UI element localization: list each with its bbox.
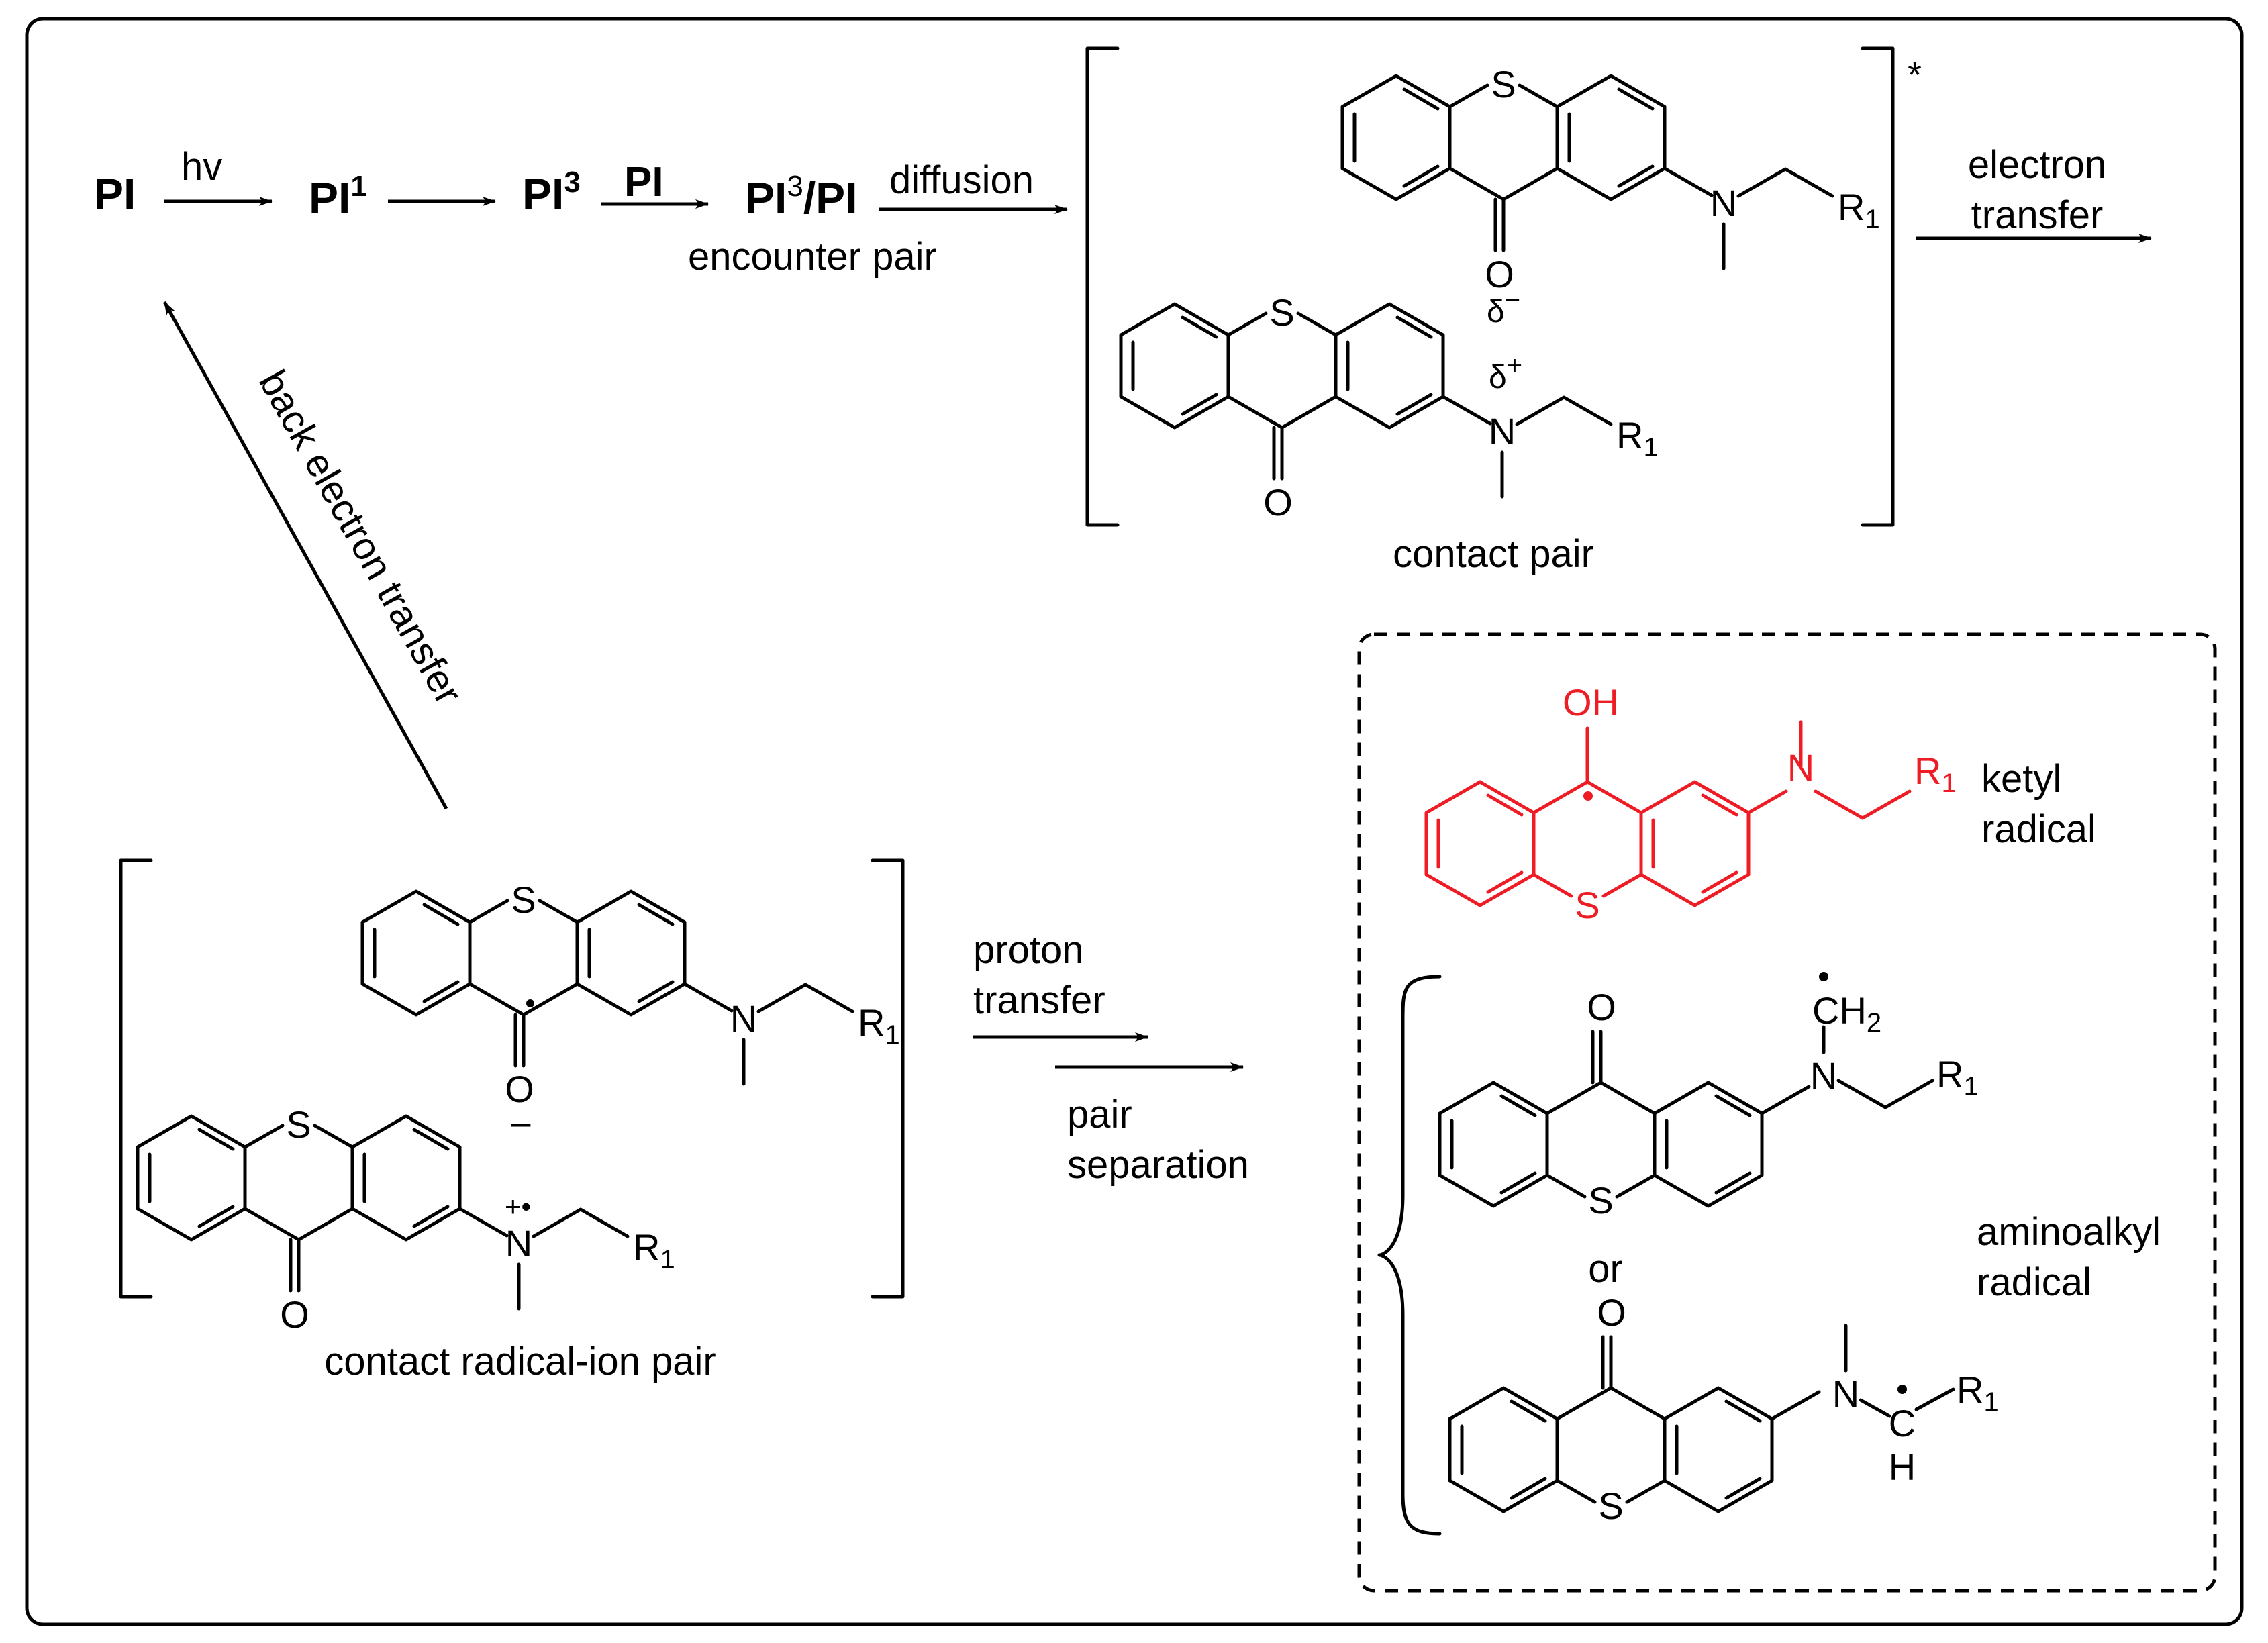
upper-ion-s-atom: S [511, 879, 536, 921]
lower-r1-group: R1 [1616, 414, 1659, 462]
upper-ion-n-atom: N [730, 997, 757, 1040]
electron-transfer-line2: transfer [1971, 193, 2104, 237]
lower-s-atom: S [1269, 291, 1294, 334]
ketyl-radical-molecule: OH S N R1 [1424, 681, 1957, 926]
or-label: or [1588, 1247, 1623, 1291]
lower-ion-o-atom: O [280, 1293, 309, 1336]
lower-delta-plus: δ+ [1489, 351, 1522, 395]
contact-pair-lower-molecule: S O δ+ N R1 [1121, 291, 1659, 524]
radical-products-box: OH S N R1 ketyl radical O S N CH2 R1 or … [1357, 632, 2217, 1593]
amino1-radical-dot [1819, 972, 1828, 981]
ketyl-carbon-radical-dot [1583, 791, 1593, 801]
amino2-radical-dot [1897, 1385, 1907, 1394]
pi3pi-label: PI3/PI [745, 170, 858, 223]
aminoalkyl-radical-label-line1: aminoalkyl [1977, 1210, 2161, 1254]
amino1-n-atom: N [1810, 1054, 1837, 1097]
proton-transfer-line2: transfer [973, 979, 1105, 1022]
hv-label: hv [181, 145, 222, 189]
amino1-s-atom: S [1588, 1179, 1613, 1222]
contact-pair-upper-molecule: S O δ− N R1 [1342, 63, 1880, 330]
upper-ion-o-atom: O [505, 1068, 534, 1110]
aminoalkyl-curly-brace [1377, 975, 1442, 1536]
amino2-n-atom: N [1832, 1373, 1859, 1415]
amino2-s-atom: S [1598, 1485, 1623, 1527]
pair-separation-line1: pair [1067, 1093, 1132, 1136]
ketyl-radical-label-line2: radical [1981, 807, 2096, 851]
electron-transfer-step: electron transfer [1916, 143, 2152, 243]
contact-radical-ion-pair-label: contact radical-ion pair [324, 1340, 716, 1383]
amino1-ch2-group: CH2 [1812, 989, 1881, 1038]
back-electron-transfer-arrow [162, 301, 448, 810]
ketyl-radical-label-line1: ketyl [1981, 757, 2061, 801]
ketyl-n-atom: N [1787, 746, 1814, 789]
contact-pair-right-bracket [1861, 46, 1895, 527]
proton-transfer-step: proton transfer pair separation [973, 928, 1249, 1187]
upper-ion-r1-group: R1 [858, 1001, 900, 1050]
amino2-r1-group: R1 [1957, 1368, 1999, 1417]
pi3-label: PI3 [522, 166, 581, 219]
upper-delta-minus: δ− [1487, 285, 1520, 330]
amino2-c-atom: C [1889, 1402, 1916, 1444]
amino2-o-atom: O [1597, 1291, 1626, 1334]
lower-o-atom: O [1263, 481, 1293, 524]
amino1-o-atom: O [1587, 986, 1616, 1028]
proton-transfer-line1: proton [973, 928, 1083, 972]
aminoalkyl-radical-label-line2: radical [1977, 1260, 2091, 1304]
contact-radical-ion-pair-complex: S O – N R1 S O +• N R1 contact radical-i… [119, 858, 905, 1383]
lower-ion-s-atom: S [286, 1103, 311, 1146]
top-reaction-sequence: PI hv PI1 PI3 PI PI3/PI diffusion encoun… [94, 145, 1068, 279]
amino2-h-atom: H [1889, 1446, 1916, 1488]
outer-frame [25, 17, 2244, 1626]
lower-ion-r1-group: R1 [633, 1226, 675, 1275]
lower-ion-radical-cation: +• [505, 1191, 531, 1222]
upper-n-atom: N [1710, 182, 1737, 224]
pair-separation-line2: separation [1067, 1143, 1249, 1187]
ketyl-s-atom: S [1575, 884, 1599, 926]
contact-pair-left-bracket [1085, 46, 1120, 527]
pi1-label: PI1 [309, 170, 367, 223]
electron-transfer-line1: electron [1968, 143, 2106, 187]
radical-ion-right-bracket [871, 858, 905, 1299]
pi-over-arrow-label: PI [624, 159, 664, 205]
ketyl-oh-group: OH [1563, 681, 1619, 724]
lower-n-atom: N [1489, 410, 1516, 452]
ketyl-radical-dot [526, 999, 534, 1007]
back-electron-transfer-label: back electron transfer [250, 363, 471, 711]
upper-s-atom: S [1491, 63, 1516, 105]
lower-ion-n-atom: N [505, 1222, 532, 1264]
radical-ion-upper-molecule: S O – N R1 [362, 879, 900, 1142]
radical-ion-lower-molecule: S O +• N R1 [138, 1103, 675, 1336]
products-dashed-border [1357, 632, 2217, 1593]
excited-state-star: * [1908, 55, 1922, 95]
ketyl-r1-group: R1 [1914, 750, 1957, 798]
encounter-pair-label: encounter pair [688, 235, 937, 279]
contact-pair-complex: * S O δ− N R1 S O δ+ N R1 contact pair [1085, 46, 1922, 576]
contact-pair-label: contact pair [1393, 532, 1594, 576]
amino1-r1-group: R1 [1936, 1053, 1979, 1101]
upper-r1-group: R1 [1838, 186, 1880, 234]
radical-ion-left-bracket [119, 858, 153, 1299]
diffusion-label: diffusion [889, 158, 1034, 202]
aminoalkyl-radical-molecule-2: O S N C H R1 [1450, 1291, 1999, 1527]
aminoalkyl-radical-molecule-1: O S N CH2 R1 [1440, 972, 1979, 1222]
back-electron-transfer-step: back electron transfer [162, 301, 471, 810]
upper-ion-o-minus: – [511, 1103, 531, 1142]
upper-o-atom: O [1485, 253, 1514, 295]
pi-start-label: PI [94, 169, 136, 219]
